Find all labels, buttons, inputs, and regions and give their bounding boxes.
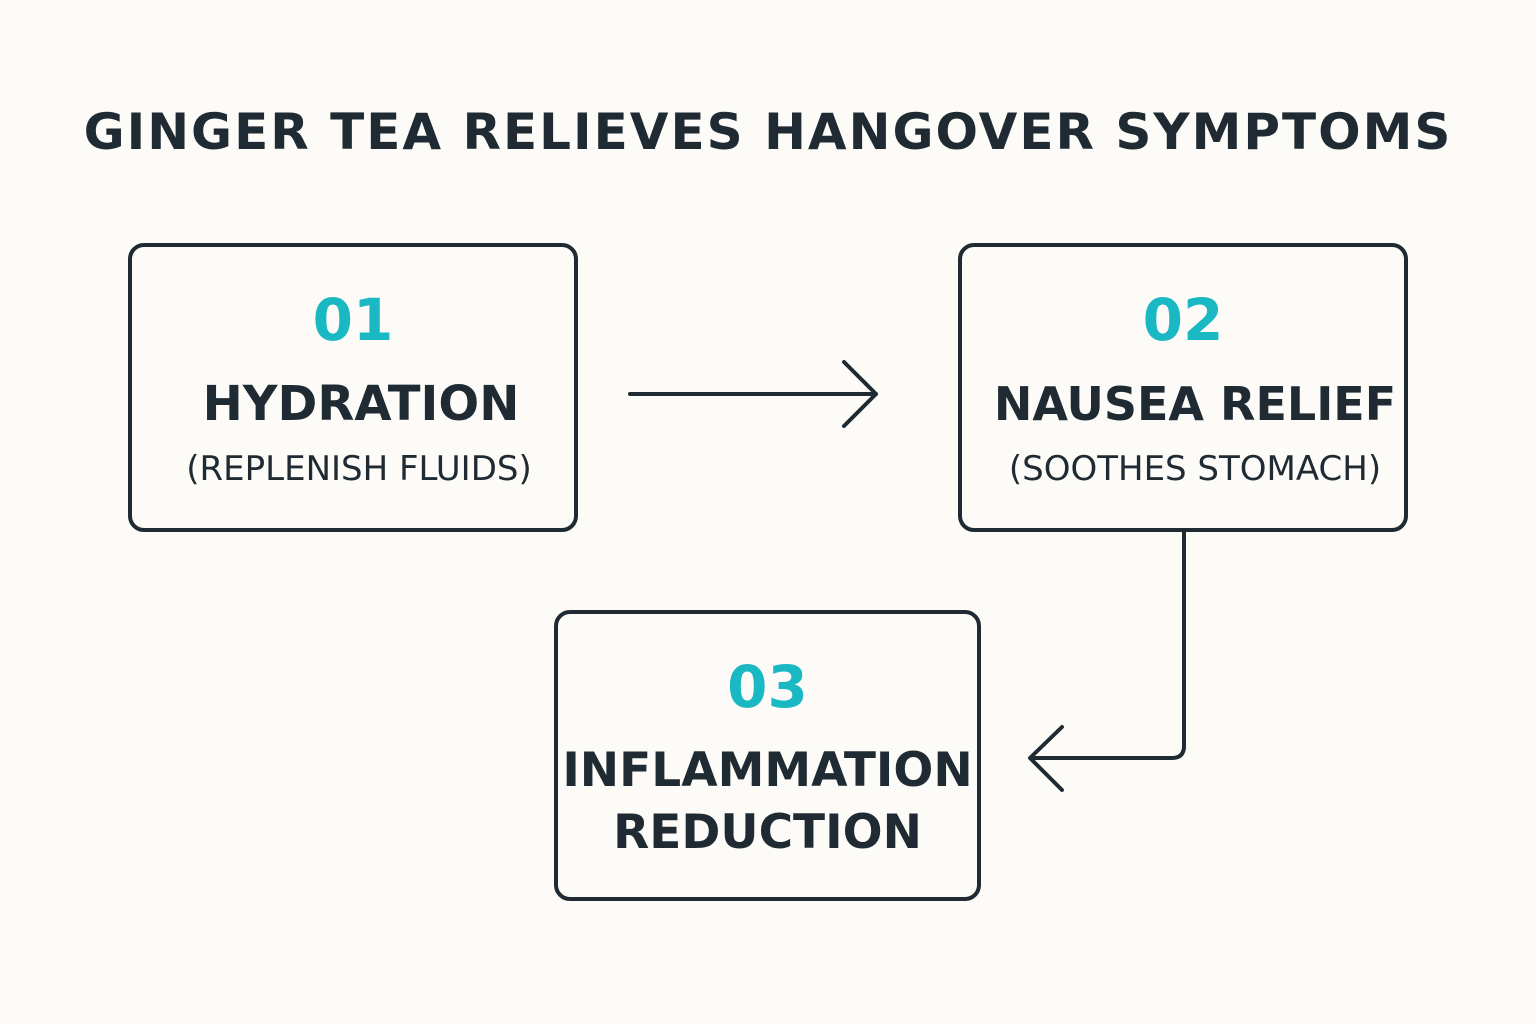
step-number: 01	[312, 286, 394, 354]
connector-step2-to-step3	[1030, 530, 1186, 760]
step-title: NAUSEA RELIEF	[993, 377, 1397, 431]
step-title: HYDRATION	[202, 376, 520, 432]
step-number: 03	[727, 653, 808, 721]
step-subtitle: (SOOTHES STOMACH)	[1008, 449, 1382, 489]
step-subtitle: (REPLENISH FLUIDS)	[186, 449, 532, 489]
step-title: INFLAMMATION REDUCTION	[562, 743, 973, 860]
arrow-step1-to-step2	[628, 360, 878, 428]
step-box-hydration: 01 HYDRATION (REPLENISH FLUIDS)	[128, 243, 578, 532]
diagram-title: GINGER TEA RELIEVES HANGOVER SYMPTOMS	[83, 103, 1453, 161]
arrowhead-step3	[1028, 725, 1064, 792]
step-box-inflammation-reduction: 03 INFLAMMATION REDUCTION	[554, 610, 981, 901]
step-box-nausea-relief: 02 NAUSEA RELIEF (SOOTHES STOMACH)	[958, 243, 1408, 532]
step-number: 02	[1142, 286, 1224, 354]
